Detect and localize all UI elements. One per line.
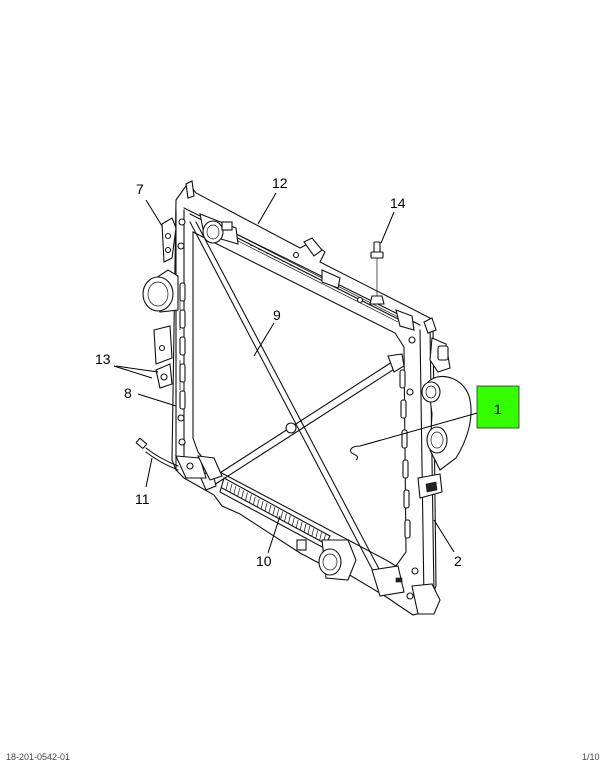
top-left-bracket-fitting: [199, 213, 239, 245]
callout-12[interactable]: 12: [272, 175, 288, 191]
comb-tooth: [307, 526, 311, 535]
comb-tooth: [288, 515, 291, 524]
vent-fitting: [369, 241, 385, 305]
leader-12: [257, 192, 277, 225]
callout-8[interactable]: 8: [124, 385, 132, 401]
right-rail-slots: [399, 369, 411, 539]
comb-tooth: [276, 509, 280, 518]
comb-tooth: [256, 498, 260, 507]
callout-13[interactable]: 13: [95, 351, 111, 367]
comb-tooth: [225, 481, 229, 491]
footer-id: 18-201-0542-01: [6, 752, 71, 762]
comb-tooth: [319, 532, 322, 541]
leader-lines: [113, 192, 489, 554]
leader-9: [253, 322, 275, 357]
comb-tooth: [303, 523, 307, 533]
callout-1-highlight[interactable]: [476, 385, 520, 429]
comb-tooth: [280, 511, 283, 520]
comb-tooth: [245, 492, 248, 501]
left-upper-bracket: [161, 217, 177, 263]
comb-tooth: [260, 500, 264, 509]
comb-tooth: [299, 521, 303, 530]
comb-tooth: [295, 519, 299, 528]
comb-tooth: [268, 505, 272, 514]
callout-11[interactable]: 11: [135, 491, 150, 507]
top-right-fittings: [321, 269, 415, 331]
comb-tooth: [311, 528, 315, 537]
leader-13b: [115, 365, 159, 373]
comb-tooth: [229, 484, 233, 493]
callout-10[interactable]: 10: [256, 553, 272, 569]
callout-1[interactable]: 1: [494, 401, 502, 417]
comb-tooth: [284, 513, 287, 522]
callout-14[interactable]: 14: [390, 195, 406, 211]
left-lower-bracket: [153, 325, 173, 389]
callout-7[interactable]: 7: [136, 181, 144, 197]
left-inlet-pipe: [142, 269, 179, 313]
leader-2: [433, 519, 455, 553]
comb-tooth: [291, 517, 295, 526]
leader-10: [267, 515, 281, 554]
leader-11: [145, 457, 153, 488]
comb-tooth: [249, 494, 252, 503]
comb-tooth: [233, 486, 237, 495]
callout-9[interactable]: 9: [273, 307, 281, 323]
callout-2[interactable]: 2: [454, 553, 462, 569]
comb-tooth: [264, 502, 268, 512]
radiator-frame: [171, 180, 437, 616]
callout-labels: 1 2 7 8 9 10 11 12 13 14: [95, 175, 502, 569]
left-rail-slots: [179, 282, 186, 410]
leader-13a: [113, 365, 153, 379]
leader-8: [137, 393, 177, 407]
bottom-right-corner: [371, 565, 441, 615]
comb-tooth: [252, 496, 256, 505]
bottom-left-corner: [175, 455, 223, 481]
comb-tooth: [272, 507, 276, 516]
leader-1: [349, 409, 489, 461]
comb-tooth: [315, 530, 319, 539]
bottom-seal-strip: [219, 477, 331, 549]
comb-tooth: [241, 490, 244, 499]
leader-7: [145, 199, 163, 227]
bottom-outlet-pipe: [296, 539, 357, 581]
comb-tooth: [237, 488, 241, 497]
leader-14: [380, 211, 395, 244]
footer-page: 1/10: [582, 752, 600, 762]
temperature-sensor-wire: [135, 437, 179, 471]
right-pipe-assembly: [417, 337, 472, 499]
